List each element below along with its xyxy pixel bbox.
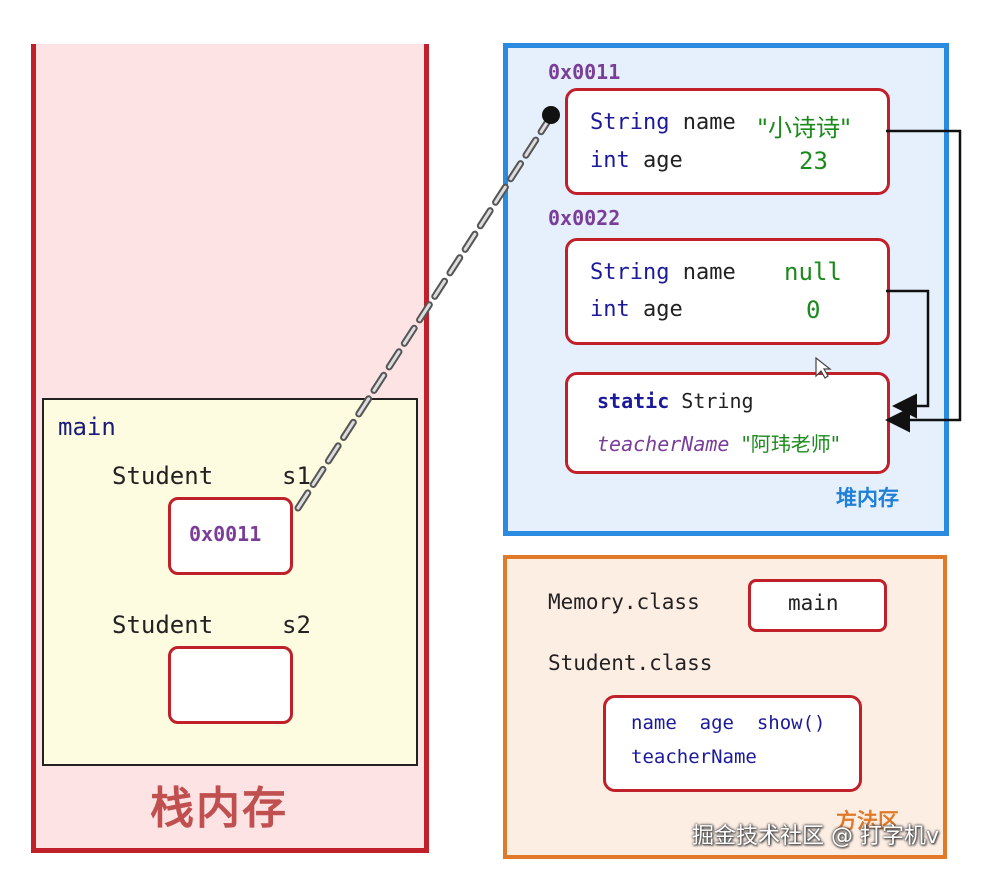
object-2-name-value: null [784, 258, 842, 286]
student-members-line1: name age show() [631, 712, 826, 734]
object-2-address: 0x0022 [548, 206, 621, 230]
static-field-type: String [681, 389, 754, 413]
reference-endpoint-dot [542, 106, 560, 124]
student-members-line2: teacherName [631, 746, 757, 768]
s1-name: s1 [282, 462, 311, 490]
object-2-field-name: String name [590, 260, 736, 285]
static-modifier: static [597, 389, 670, 413]
field-type: int [590, 148, 630, 173]
field-name: age [643, 148, 683, 173]
s2-type: Student [112, 611, 214, 639]
memory-class-label: Memory.class [548, 590, 700, 614]
field-name: age [643, 297, 683, 322]
s1-type: Student [112, 462, 214, 490]
field-name: name [682, 260, 736, 285]
object-1-age-value: 23 [799, 147, 828, 175]
object-1-box [565, 88, 890, 195]
field-name: name [682, 110, 736, 135]
object-1-static-link [885, 129, 962, 433]
static-field-assignment: teacherName "阿玮老师" [597, 428, 840, 457]
object-2-static-link [886, 289, 930, 419]
object-2-field-age: int age [590, 297, 683, 322]
s2-name: s2 [282, 611, 311, 639]
main-method-box [748, 579, 887, 632]
s1-reference-box [168, 497, 293, 575]
heap-memory-title: 堆内存 [836, 486, 899, 510]
field-type: String [590, 260, 670, 285]
student-members-box [603, 695, 862, 792]
object-1-field-age: int age [590, 148, 683, 173]
object-1-name-value: "小诗诗" [757, 114, 852, 142]
static-field-declaration: static String [597, 389, 754, 413]
static-field-name: teacherName [597, 432, 730, 456]
static-field-box [565, 372, 890, 474]
cursor-icon [815, 356, 832, 379]
main-method-label: main [788, 591, 839, 615]
field-type: String [590, 110, 670, 135]
static-field-value: "阿玮老师" [741, 432, 840, 456]
object-1-address: 0x0011 [548, 60, 621, 84]
field-type: int [590, 297, 630, 322]
watermark: 掘金技术社区 @ 打字机v [692, 824, 940, 849]
main-frame-label: main [58, 413, 116, 441]
s1-address-value: 0x0011 [189, 522, 262, 546]
object-2-box [565, 238, 890, 345]
stack-memory-title: 栈内存 [150, 783, 288, 834]
s2-reference-box [168, 646, 293, 724]
method-area-title: 方法区 [836, 809, 899, 833]
student-class-label: Student.class [548, 651, 713, 675]
object-1-field-name: String name [590, 110, 736, 135]
object-2-age-value: 0 [806, 296, 821, 324]
